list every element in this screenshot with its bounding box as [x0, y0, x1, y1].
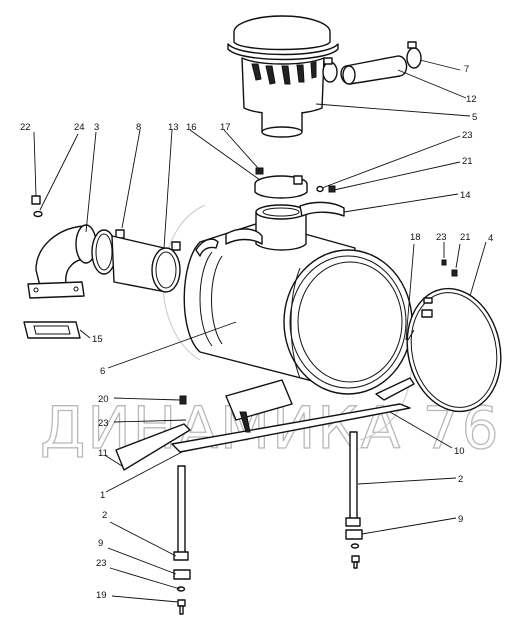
- callout-9a: 9: [98, 538, 103, 549]
- callout-20: 20: [98, 394, 109, 405]
- callout-19: 19: [96, 590, 107, 601]
- callout-24: 24: [74, 122, 85, 133]
- callout-6: 6: [100, 366, 105, 377]
- callout-2a: 2: [102, 510, 107, 521]
- callout-17: 17: [220, 122, 231, 133]
- bolt-part-18: [407, 329, 415, 341]
- callout-4: 4: [488, 233, 493, 244]
- clamp-part-16: [254, 175, 308, 199]
- rod-part-2-left: [173, 465, 189, 561]
- callout-12: 12: [466, 94, 477, 105]
- connector-hose-part-13: [111, 235, 181, 293]
- washer-part-23-bottom: [176, 543, 360, 592]
- bracket-part-11: [115, 423, 191, 471]
- callout-21a: 21: [460, 232, 471, 243]
- bolt-part-22: [31, 195, 41, 205]
- callout-23a: 23: [462, 130, 473, 141]
- clamp-part-9-left: [173, 569, 191, 580]
- leader-lines: [33, 59, 487, 603]
- nut-part-21: [328, 185, 336, 193]
- callout-8: 8: [136, 122, 141, 133]
- callout-18: 18: [410, 232, 421, 243]
- callout-23b: 23: [436, 232, 447, 243]
- gasket-part-15: [23, 321, 81, 339]
- hose-part-12: [340, 55, 408, 85]
- bolt-part-17: [255, 167, 264, 175]
- callout-1: 1: [100, 490, 105, 501]
- callout-23d: 23: [96, 558, 107, 569]
- callout-5: 5: [472, 112, 477, 123]
- strap-clamp: [195, 228, 263, 257]
- washer-part-23: [316, 185, 324, 193]
- washer-part-23-right: [441, 259, 447, 266]
- elbow-pipe-part-3: [27, 224, 97, 299]
- callout-9b: 9: [458, 514, 463, 525]
- bolt-part-19: [177, 555, 360, 615]
- band-clamp-part-14: [299, 201, 345, 217]
- filter-housing-part-6: [183, 221, 413, 395]
- washer-part-24: [33, 210, 43, 218]
- nut-part-21-right: [451, 269, 458, 277]
- callout-11: 11: [98, 448, 108, 459]
- callout-labels: 1 2 2 3 4 5 6 7 8 9 9 10 11 12 13 14 15 …: [20, 64, 493, 601]
- inlet-neck: [255, 204, 307, 251]
- band-ring-part-4: [406, 287, 502, 413]
- bolt-part-20: [179, 395, 187, 405]
- support-bracket-part-10: [171, 377, 415, 453]
- rod-part-2-right: [345, 431, 361, 527]
- callout-23c: 23: [98, 418, 109, 429]
- callout-2b: 2: [458, 474, 463, 485]
- hose-clamps-part-7: [322, 41, 422, 83]
- callout-13: 13: [168, 122, 179, 133]
- precleaner-cap-part-5: [227, 15, 339, 138]
- callout-7: 7: [464, 64, 469, 75]
- callout-22: 22: [20, 122, 31, 133]
- callout-3: 3: [94, 122, 99, 133]
- callout-21b: 21: [462, 156, 473, 167]
- callout-16: 16: [186, 122, 197, 133]
- callout-14: 14: [460, 190, 471, 201]
- callout-15: 15: [92, 334, 103, 345]
- clamp-part-9-right: [345, 529, 363, 540]
- callout-10: 10: [454, 446, 465, 457]
